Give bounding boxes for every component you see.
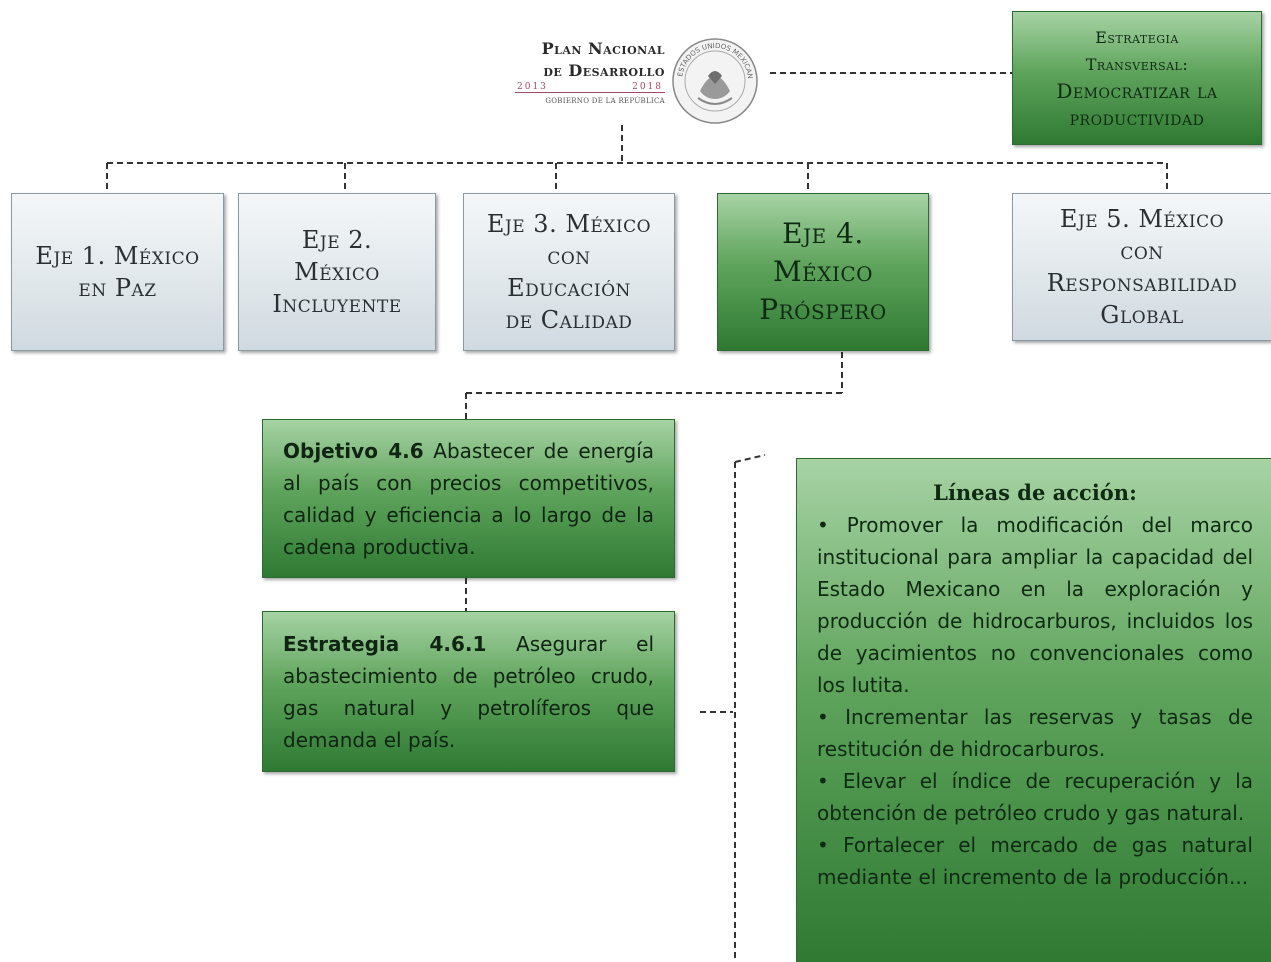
action-line-item: • Elevar el índice de recuperación y la … (817, 769, 1253, 825)
strategy-461-box: Estrategia 4.6.1 Asegurar el abastecimie… (262, 611, 675, 772)
logo-title-line2: de Desarrollo (543, 61, 665, 80)
objective-label: Objetivo 4.6 (283, 438, 424, 463)
axis-5-line-2: con (1120, 237, 1164, 265)
action-line-item: • Fortalecer el mercado de gas natural m… (817, 833, 1253, 889)
axis-1-line-1: Eje 1. México (35, 242, 200, 270)
strategy-line3: Democratizar la (1056, 79, 1218, 103)
axis-5-line-3: Responsabilidad (1046, 269, 1238, 297)
objective-box: Objetivo 4.6 Abastecer de energía al paí… (262, 419, 675, 578)
logo-subtitle: GOBIERNO DE LA REPÚBLICA (545, 97, 665, 105)
strategy-line4: productividad (1069, 106, 1205, 130)
strategy-461-text: Asegurar el abastecimiento de petróleo c… (283, 631, 654, 752)
axis-box-5: Eje 5. México con Responsabilidad Global (1012, 193, 1271, 341)
action-lines-title: Líneas de acción: (933, 480, 1137, 505)
axis-3-line-2: con (547, 242, 591, 270)
national-seal-icon: ESTADOS UNIDOS MEXICANOS (670, 36, 758, 124)
axis-box-3: Eje 3. México con Educación de Calidad (463, 193, 675, 351)
axis-5-line-4: Global (1100, 301, 1184, 329)
axis-box-1: Eje 1. México en Paz (11, 193, 224, 351)
axis-3-line-4: de Calidad (505, 306, 633, 334)
axis-box-2: Eje 2. México Incluyente (238, 193, 436, 351)
strategy-line1: Estrategia (1095, 28, 1179, 47)
axis-1-line-2: en Paz (78, 274, 157, 302)
action-line-item: • Incrementar las reservas y tasas de re… (817, 705, 1253, 761)
strategy-line2: Transversal: (1085, 55, 1189, 74)
objective-text: Abastecer de energía al país con precios… (283, 438, 654, 559)
axis-4-line-3: Próspero (759, 293, 887, 326)
axis-box-4: Eje 4. México Próspero (717, 193, 929, 351)
axis-2-line-3: Incluyente (272, 290, 402, 318)
logo-year-start: 2013 (517, 82, 548, 92)
logo-title-line1: Plan Nacional (541, 39, 665, 58)
action-lines-box: Líneas de acción: • Promover la modifica… (796, 458, 1271, 962)
axis-3-line-1: Eje 3. México (486, 210, 652, 238)
axis-2-line-2: México (294, 258, 380, 286)
connector-brace-top (734, 454, 766, 463)
strategy-461-label: Estrategia 4.6.1 (283, 631, 487, 656)
logo-year-end: 2018 (632, 82, 663, 92)
axis-4-line-2: México (772, 255, 874, 288)
axis-4-line-1: Eje 4. (782, 217, 864, 250)
axis-5-line-1: Eje 5. México (1059, 205, 1225, 233)
strategy-transversal-box: Estrategia Transversal: Democratizar la … (1012, 11, 1262, 145)
axis-2-line-1: Eje 2. (301, 226, 373, 254)
axis-3-line-3: Educación (507, 274, 631, 302)
action-line-item: • Promover la modificación del marco ins… (817, 513, 1253, 697)
pnd-logo: Plan Nacional de Desarrollo 2013 2018 GO… (515, 38, 665, 118)
logo-years: 2013 2018 (515, 82, 665, 93)
